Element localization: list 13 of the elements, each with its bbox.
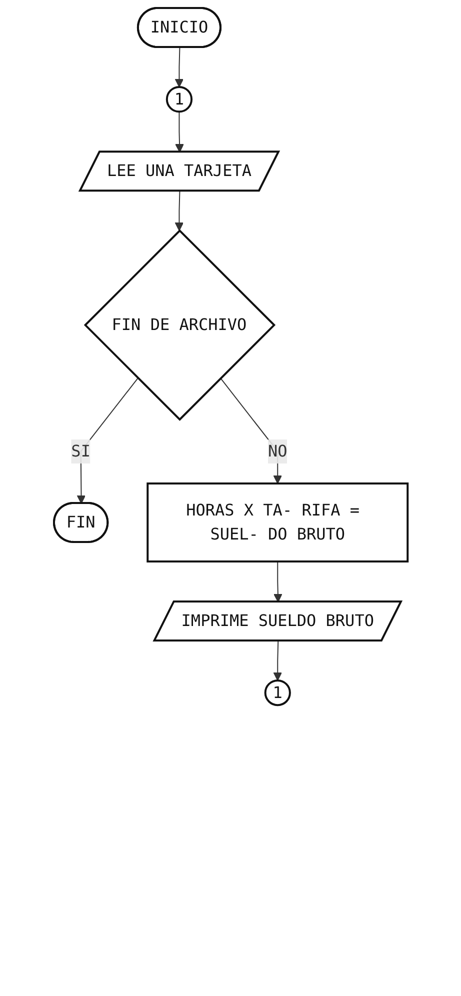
- edge-label: NO: [268, 441, 287, 460]
- arrow: [272, 640, 282, 681]
- arrow: [174, 111, 184, 153]
- node-circle: 1: [166, 86, 192, 113]
- arrow: [174, 47, 184, 88]
- arrow: [273, 560, 282, 602]
- node-circle: 1: [264, 679, 291, 706]
- node-diamond: FIN DE ARCHIVO: [84, 229, 276, 421]
- edge-label: SI: [70, 441, 90, 460]
- node-box: HORAS X TA- RIFA = SUEL- DO BRUTO: [146, 482, 408, 562]
- arrow: [174, 190, 184, 232]
- arrow: [76, 378, 138, 504]
- arrow: [220, 378, 282, 484]
